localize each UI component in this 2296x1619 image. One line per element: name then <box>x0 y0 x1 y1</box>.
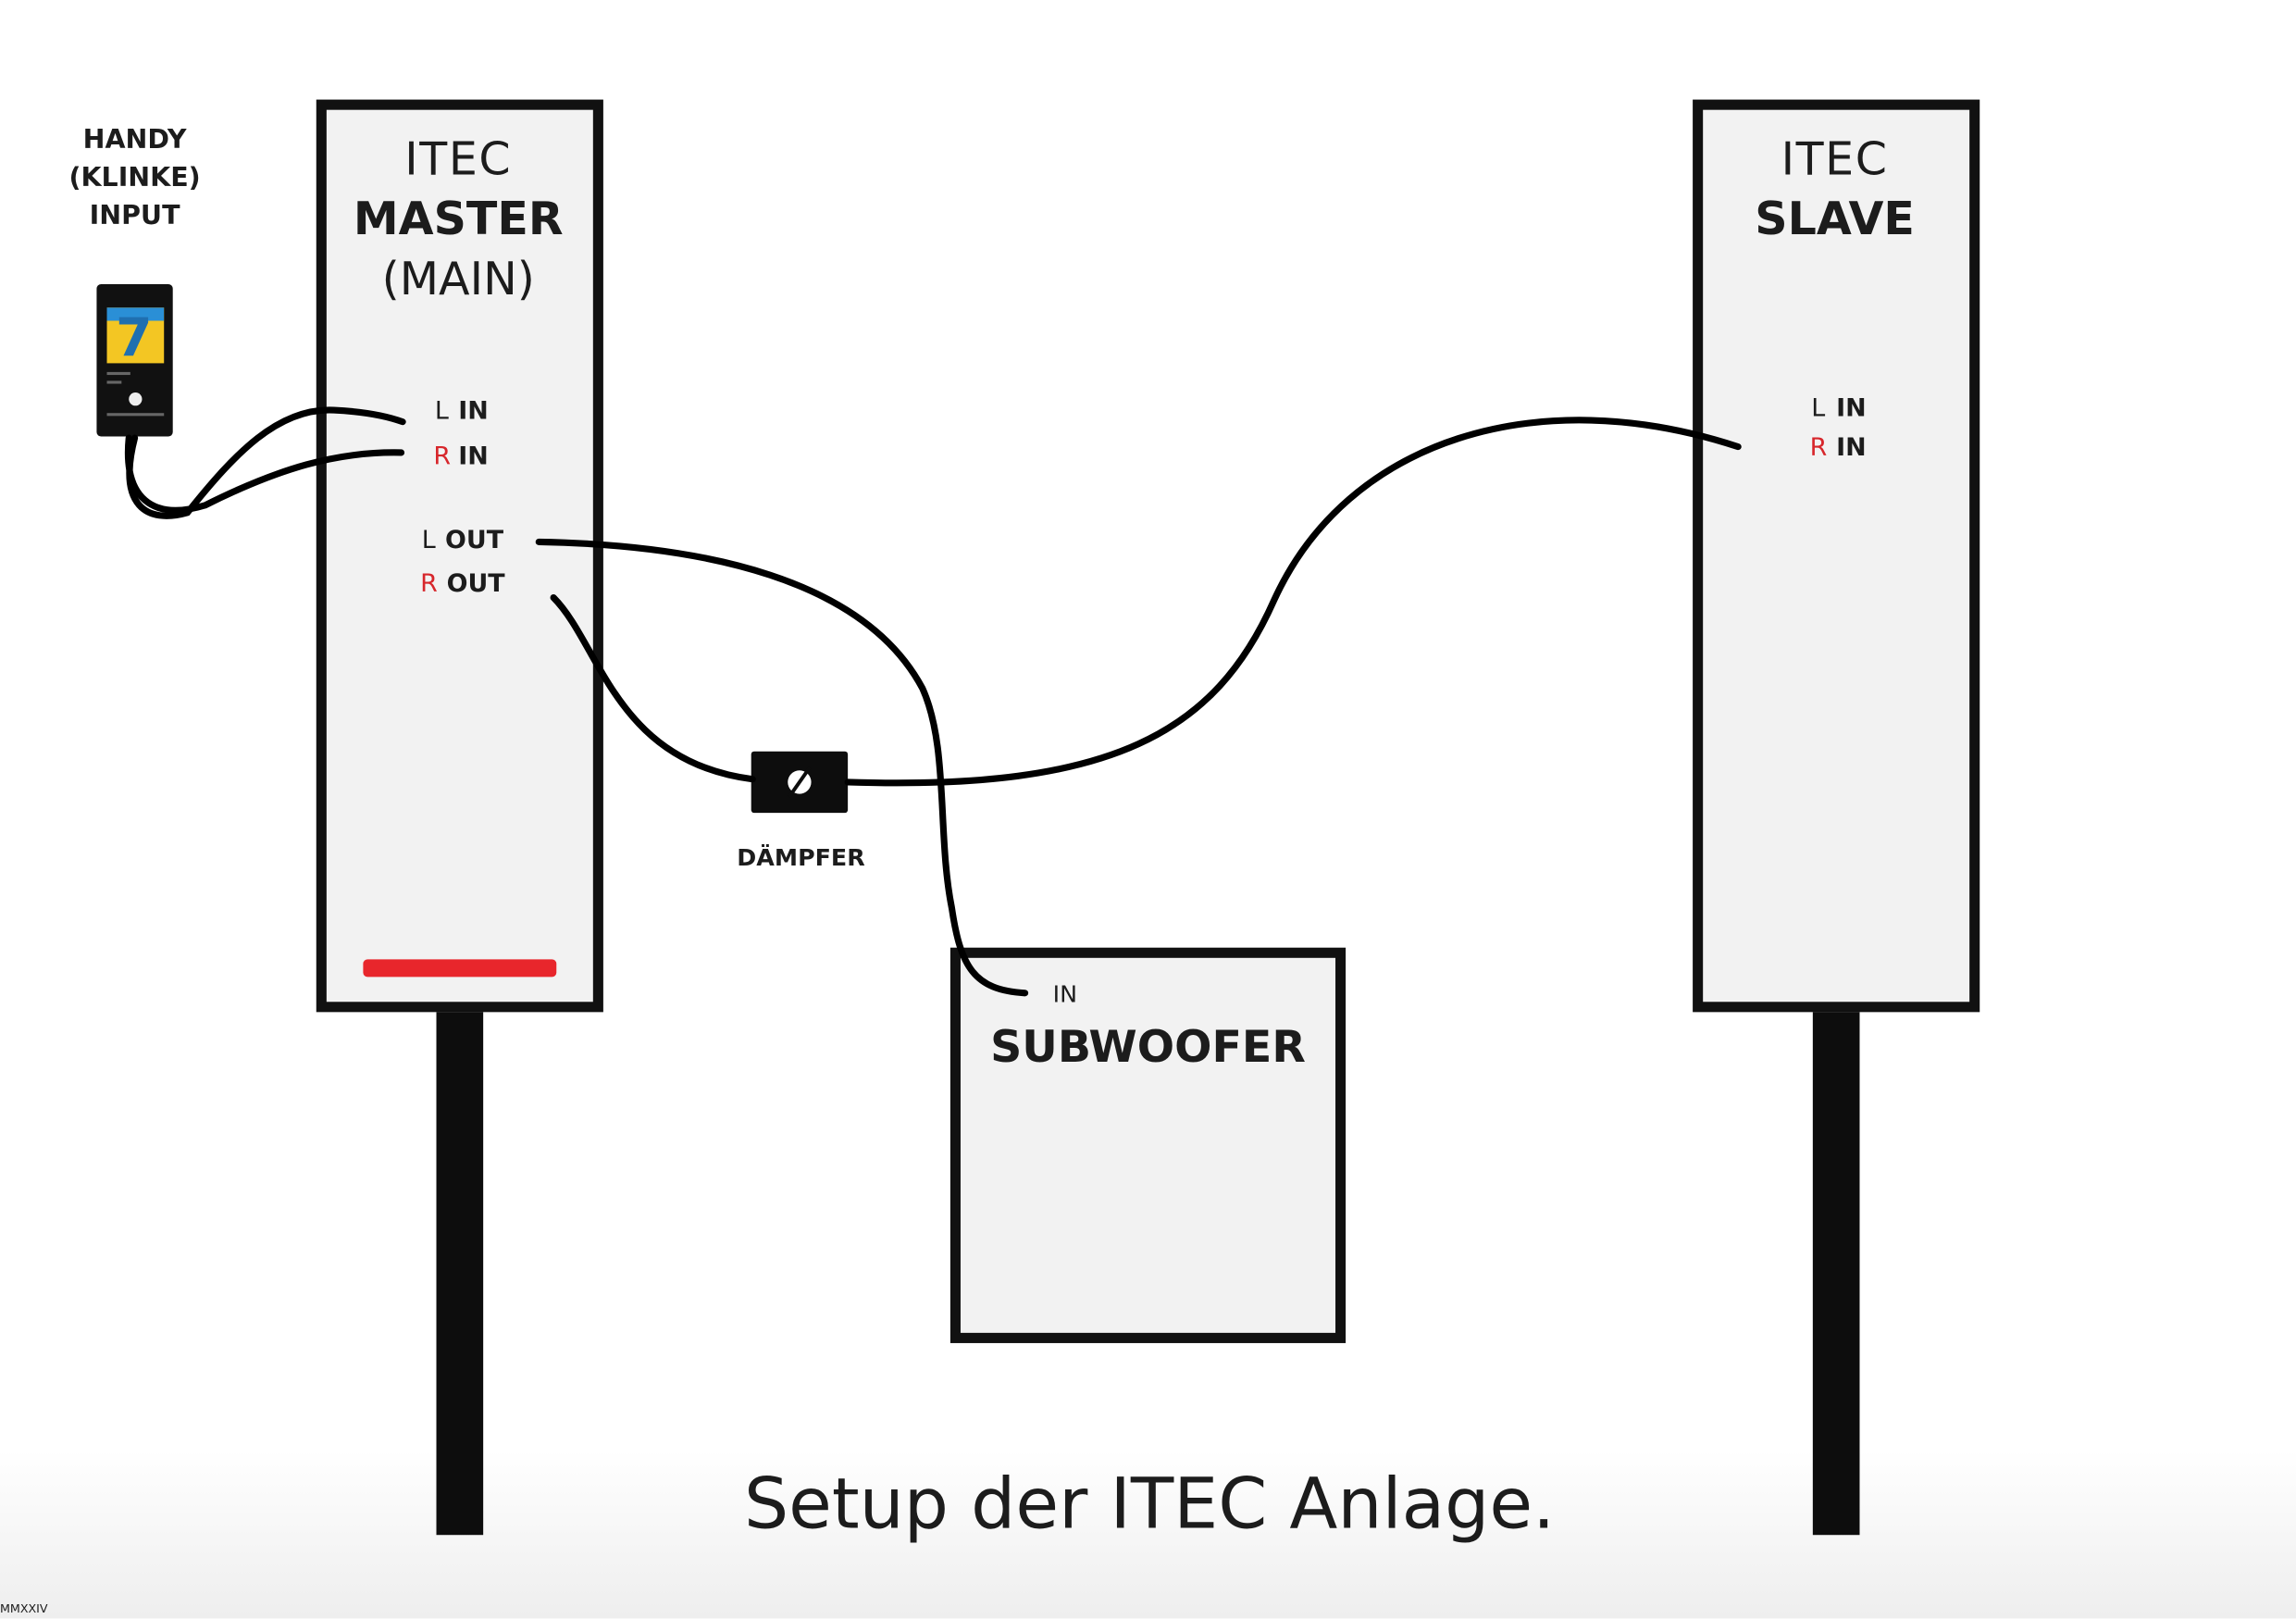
master-title: MASTER <box>353 193 564 246</box>
phone-icon: 7 <box>96 283 173 437</box>
footer-year: MMXXIV <box>0 1602 48 1616</box>
master-l-in-channel: L <box>434 396 449 427</box>
phone-label-line-3: INPUT <box>89 200 180 231</box>
knob-icon <box>788 766 812 798</box>
master-l-out-type: OUT <box>445 526 504 555</box>
master-stand <box>436 1007 484 1536</box>
cable-master-r-out-to-damper <box>550 594 756 783</box>
album-art-glyph: 7 <box>115 308 153 364</box>
diagram-caption: Setup der ITEC Anlage. <box>743 1463 1556 1546</box>
slave-l-in-channel: L <box>1811 393 1826 424</box>
master-speaker-box <box>316 99 603 1013</box>
master-r-in-type: IN <box>458 442 489 472</box>
subwoofer-box <box>949 947 1347 1343</box>
master-brand: ITEC <box>404 132 513 186</box>
cable-damper-to-slave-r-in <box>844 417 1742 787</box>
slave-r-in-channel: R <box>1809 433 1828 463</box>
subwoofer-title: SUBWOOFER <box>990 1022 1306 1074</box>
album-art: 7 <box>106 307 165 364</box>
damper-label: DÄMPFER <box>737 843 865 872</box>
master-l-in-type: IN <box>458 396 489 427</box>
cable-phone-to-master-l-in <box>126 406 406 519</box>
slave-l-in-type: IN <box>1836 393 1867 424</box>
slave-speaker-box <box>1693 99 1980 1013</box>
master-subtitle: (MAIN) <box>381 253 535 306</box>
cable-master-l-out-to-subwoofer <box>535 538 1029 997</box>
master-r-in-channel: R <box>433 442 452 472</box>
master-l-out-channel: L <box>421 526 436 555</box>
damper-box <box>751 751 849 814</box>
master-r-out-channel: R <box>420 569 438 600</box>
slave-stand <box>1812 1007 1860 1536</box>
master-r-out-type: OUT <box>446 569 505 600</box>
phone-label-line-1: HANDY <box>82 124 187 156</box>
subwoofer-in-port: IN <box>1052 979 1078 1008</box>
play-icon <box>129 392 143 406</box>
slave-title: SLAVE <box>1755 193 1915 246</box>
slave-brand: ITEC <box>1781 132 1889 186</box>
cable-phone-to-master-r-in <box>124 434 405 514</box>
slave-r-in-type: IN <box>1836 433 1867 463</box>
master-red-bar <box>363 959 557 978</box>
phone-label-line-2: (KLINKE) <box>68 162 201 193</box>
